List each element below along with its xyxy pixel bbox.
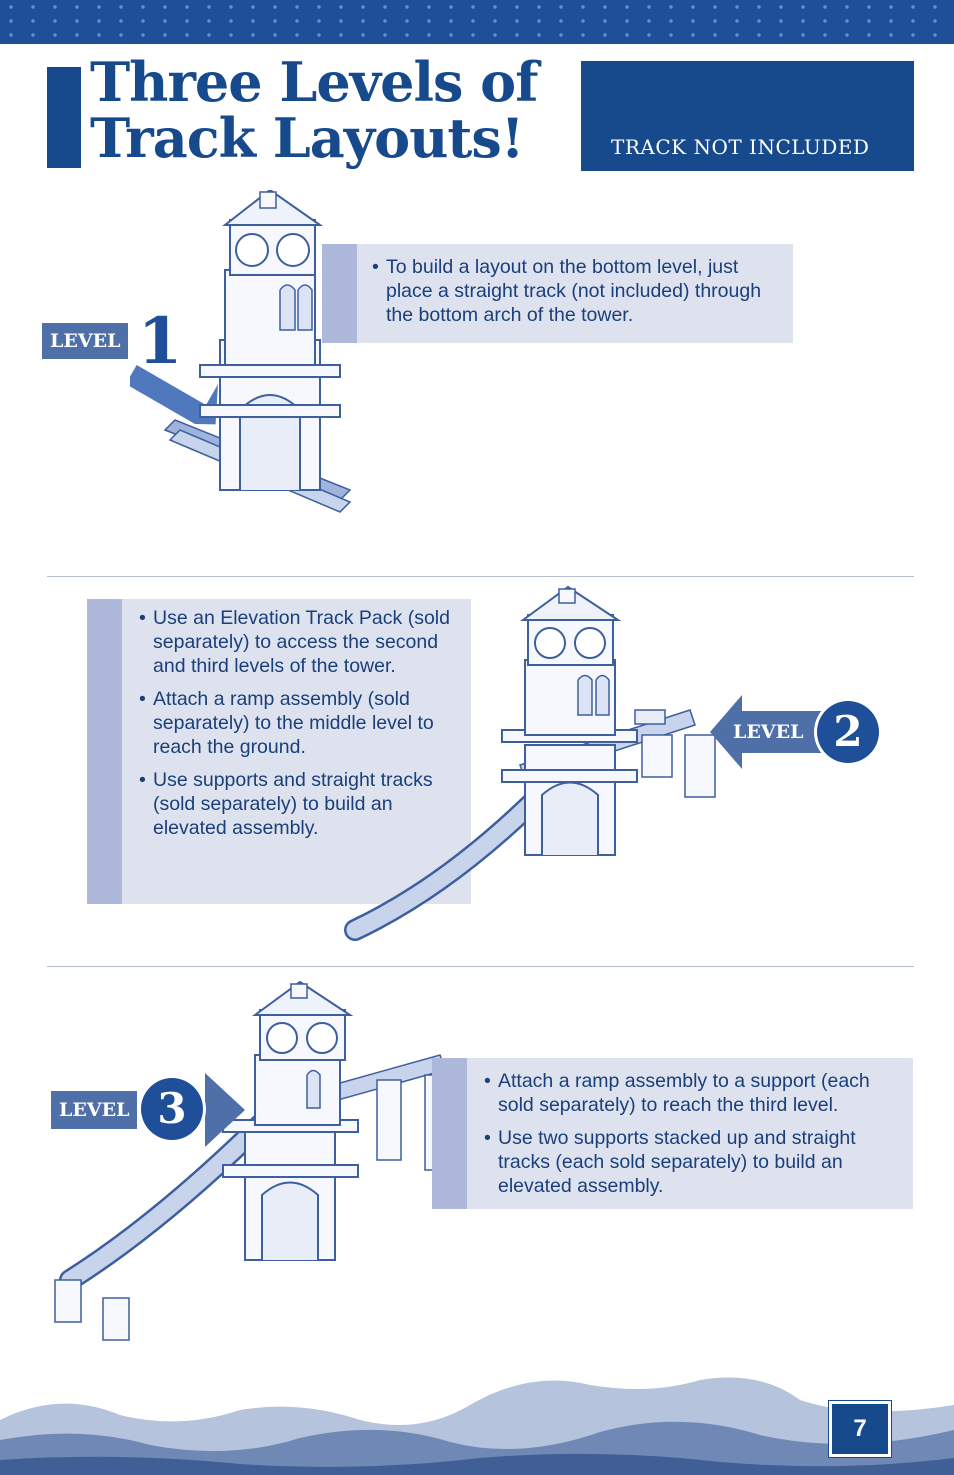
title-line-1: Three Levels of — [90, 50, 538, 114]
section-divider-1 — [47, 576, 914, 577]
level-2-tag: LEVEL — [733, 714, 803, 750]
level-1-number: 1 — [137, 304, 183, 379]
level-3-tag: LEVEL — [51, 1091, 138, 1129]
level-3-number: 3 — [141, 1078, 203, 1140]
level-3-bullet-1: Attach a ramp assembly to a support (eac… — [484, 1069, 904, 1117]
top-pattern-band — [0, 0, 954, 44]
level-1-tag: LEVEL — [42, 323, 129, 359]
level-2-label: LEVEL — [733, 721, 804, 743]
level-2-tower-illustration — [344, 585, 716, 941]
page-title: Three Levels of Track Layouts! — [90, 54, 580, 166]
level-3-panel-strip — [432, 1058, 467, 1209]
level-3-bullet-2: Use two supports stacked up and straight… — [484, 1126, 904, 1198]
level-3-arrow-icon — [205, 1073, 245, 1147]
level-2-bullet-3: Use supports and straight tracks (sold s… — [139, 768, 459, 840]
level-1-instructions: To build a layout on the bottom level, j… — [322, 244, 793, 343]
level-1-tower-illustration — [130, 190, 352, 513]
title-accent-bar — [47, 67, 81, 168]
bottom-landscape-illustration — [0, 1377, 954, 1475]
track-note-box: TRACK NOT INCLUDED — [581, 61, 914, 171]
level-1-bullet-1: To build a layout on the bottom level, j… — [372, 255, 782, 327]
track-not-included-label: TRACK NOT INCLUDED — [611, 135, 870, 159]
level-1-arrow-icon — [130, 365, 218, 425]
level-2-bullet-1: Use an Elevation Track Pack (sold separa… — [139, 606, 459, 678]
section-divider-2 — [47, 966, 914, 967]
level-3-label: LEVEL — [59, 1099, 130, 1121]
level-2-number: 2 — [817, 701, 879, 763]
page-number: 7 — [828, 1400, 892, 1458]
level-3-tower-illustration — [54, 980, 452, 1341]
level-1-panel-strip — [322, 244, 357, 343]
level-2-bullet-2: Attach a ramp assembly (sold separately)… — [139, 687, 459, 759]
title-line-2: Track Layouts! — [90, 106, 524, 170]
level-2-instructions: Use an Elevation Track Pack (sold separa… — [87, 599, 471, 904]
level-3-instructions: Attach a ramp assembly to a support (eac… — [432, 1058, 913, 1209]
level-2-panel-strip — [87, 599, 122, 904]
level-1-label: LEVEL — [50, 330, 121, 352]
level-2-arrow-icon — [710, 695, 825, 769]
